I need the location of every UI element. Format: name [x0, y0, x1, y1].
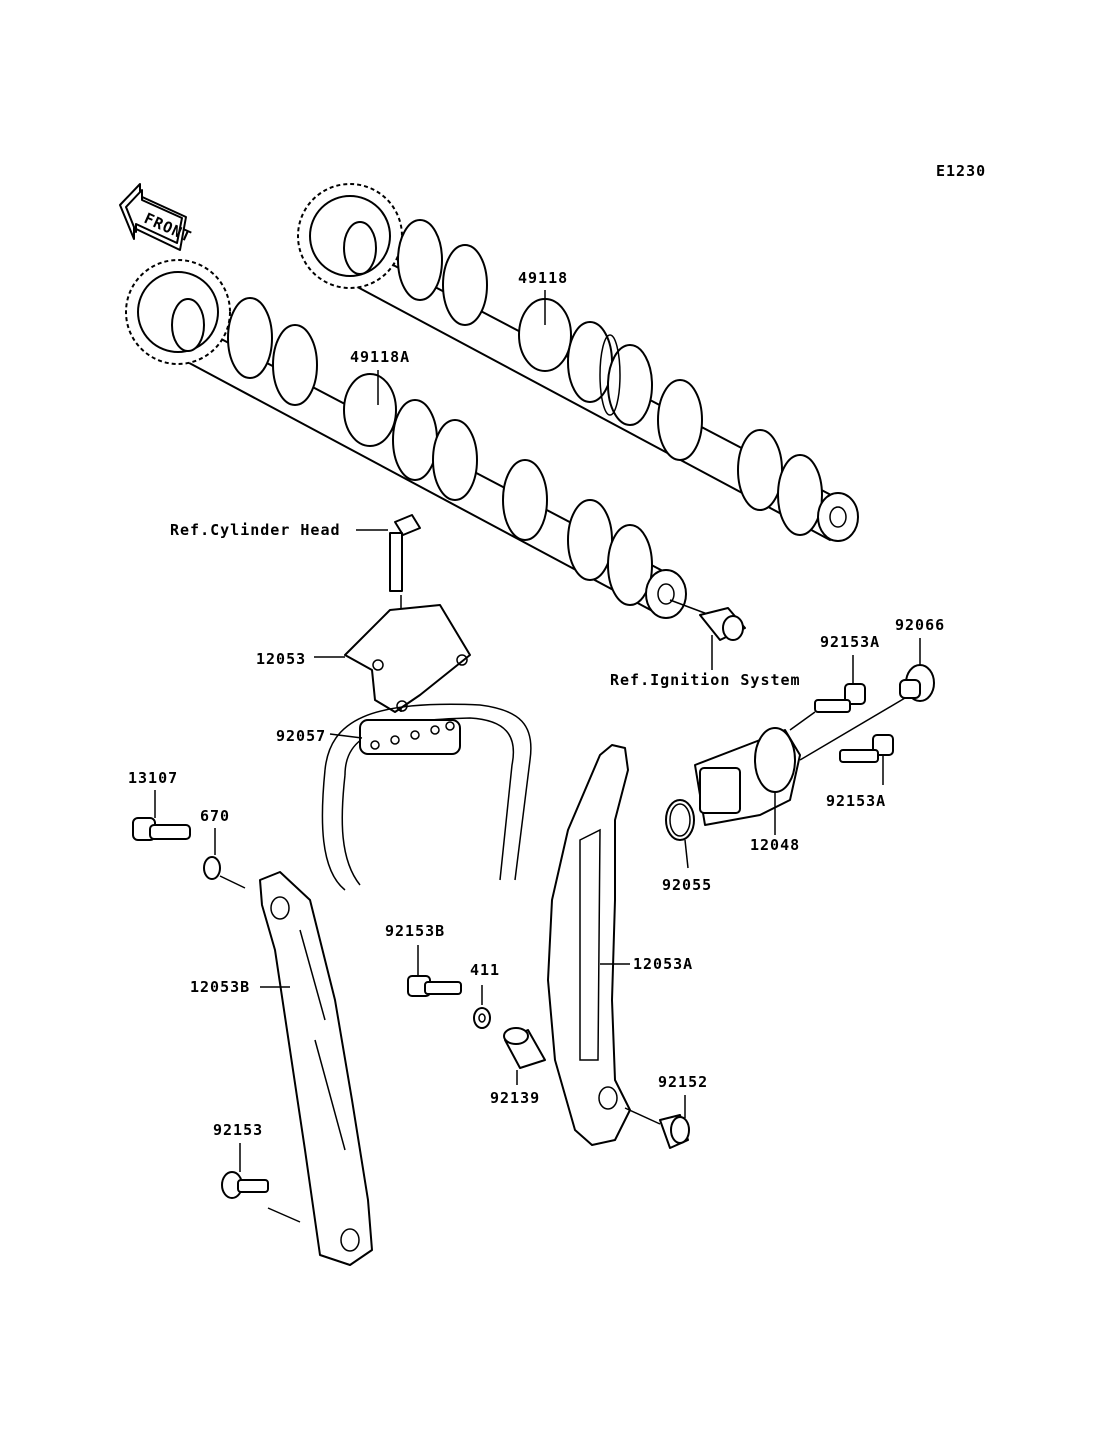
front-arrow-icon: FRONT	[119, 183, 195, 251]
label-411: 411	[470, 961, 500, 979]
label-12053B: 12053B	[190, 978, 250, 996]
label-92152: 92152	[658, 1073, 708, 1091]
label-92153: 92153	[213, 1121, 263, 1139]
bolt-92153A-top	[789, 655, 866, 731]
gasket-92055	[665, 799, 695, 869]
bolt-92153A-bottom	[839, 734, 894, 785]
label-92153B: 92153B	[385, 922, 445, 940]
label-670: 670	[200, 807, 230, 825]
camshaft-49118A	[125, 259, 687, 619]
washer-411	[473, 985, 491, 1029]
collar-92139	[503, 1027, 546, 1085]
label-ref-ignition-system: Ref.Ignition System	[610, 671, 801, 689]
label-49118: 49118	[518, 269, 568, 287]
diagram-code: E1230	[936, 162, 986, 180]
bolt-92153	[221, 1143, 301, 1223]
ignition-rotor	[669, 599, 746, 670]
label-12048: 12048	[750, 836, 800, 854]
tensioner-12048	[694, 727, 801, 835]
chain-guide-12053A	[547, 744, 631, 1146]
label-13107: 13107	[128, 769, 178, 787]
label-92055: 92055	[662, 876, 712, 894]
label-92057: 92057	[276, 727, 326, 745]
o-ring-670	[203, 828, 246, 889]
bolt-13107	[132, 790, 191, 841]
cam-chain-92057	[321, 703, 532, 891]
cap-92066	[799, 638, 935, 761]
label-49118A: 49118A	[350, 348, 410, 366]
bolt-92152	[624, 1095, 690, 1149]
bolt-92153B	[407, 945, 462, 997]
chain-guide-12053B	[259, 871, 373, 1266]
label-92153A-bottom: 92153A	[826, 792, 886, 810]
label-ref-cylinder-head: Ref.Cylinder Head	[170, 521, 341, 539]
label-12053: 12053	[256, 650, 306, 668]
camshaft-49118	[297, 183, 859, 542]
label-92066: 92066	[895, 616, 945, 634]
label-92153A-top: 92153A	[820, 633, 880, 651]
label-12053A: 12053A	[633, 955, 693, 973]
chain-guide-12053	[314, 514, 471, 713]
label-92139: 92139	[490, 1089, 540, 1107]
